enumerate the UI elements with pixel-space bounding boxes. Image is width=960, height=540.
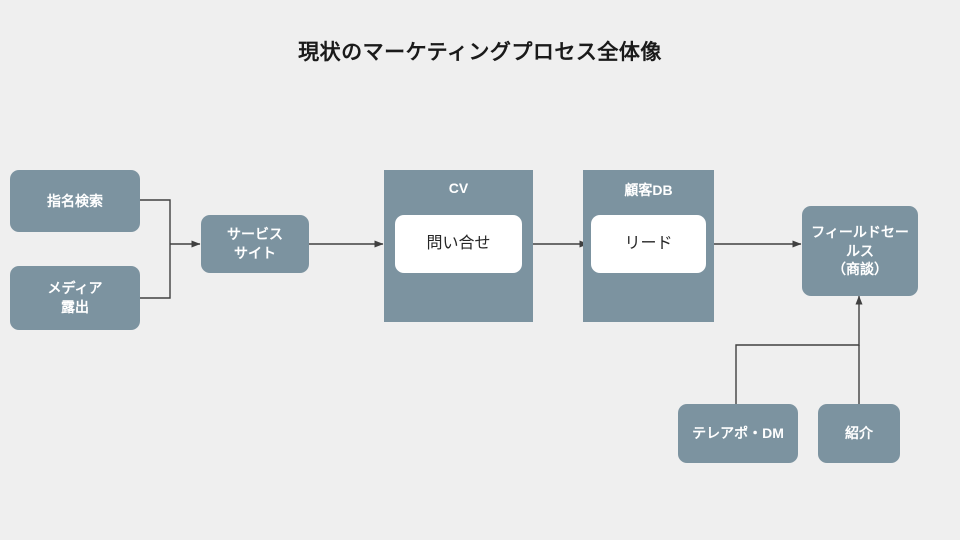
node-field-sales-label: フィールドセー ルス （商談） <box>811 223 909 280</box>
node-field-sales-label-line1: フィールドセー <box>811 223 909 240</box>
node-media-exposure[interactable]: メディア 露出 <box>10 266 140 330</box>
node-service-site-label-line2: サイト <box>234 245 276 261</box>
group-customer-db-label: 顧客DB <box>624 182 673 198</box>
node-service-site-label-line1: サービス <box>227 226 283 243</box>
node-referral-label: 紹介 <box>845 425 873 442</box>
node-referral[interactable]: 紹介 <box>818 404 900 463</box>
node-telemarketing-dm-label: テレアポ・DM <box>692 425 784 442</box>
node-brand-search-label: 指名検索 <box>47 192 103 209</box>
node-inquiry[interactable]: 問い合せ <box>395 215 522 273</box>
node-brand-search[interactable]: 指名検索 <box>10 170 140 232</box>
page-title: 現状のマーケティングプロセス全体像 <box>298 41 662 64</box>
node-inquiry-label: 問い合せ <box>426 234 491 252</box>
node-service-site[interactable]: サービス サイト <box>201 215 309 273</box>
node-media-exposure-label-line1: メディア <box>47 280 103 297</box>
group-cv[interactable]: CV 問い合せ <box>384 170 533 322</box>
node-service-site-label: サービス サイト <box>227 225 283 263</box>
node-field-sales[interactable]: フィールドセー ルス （商談） <box>802 206 918 296</box>
node-lead-label: リード <box>624 234 673 252</box>
edge-media-exposure-to-junction <box>140 244 171 299</box>
node-lead[interactable]: リード <box>591 215 706 273</box>
edge-brand-search-to-junction <box>140 199 171 244</box>
edge-telemarketing-to-field-sales <box>735 295 863 404</box>
node-telemarketing-dm[interactable]: テレアポ・DM <box>678 404 798 463</box>
group-cv-label: CV <box>448 180 469 196</box>
node-field-sales-label-line2: ルス <box>845 242 874 259</box>
node-field-sales-label-line3: （商談） <box>831 261 888 278</box>
node-media-exposure-label: メディア 露出 <box>47 279 102 317</box>
group-customer-db[interactable]: 顧客DB リード <box>583 170 714 322</box>
node-media-exposure-label-line2: 露出 <box>61 299 89 315</box>
